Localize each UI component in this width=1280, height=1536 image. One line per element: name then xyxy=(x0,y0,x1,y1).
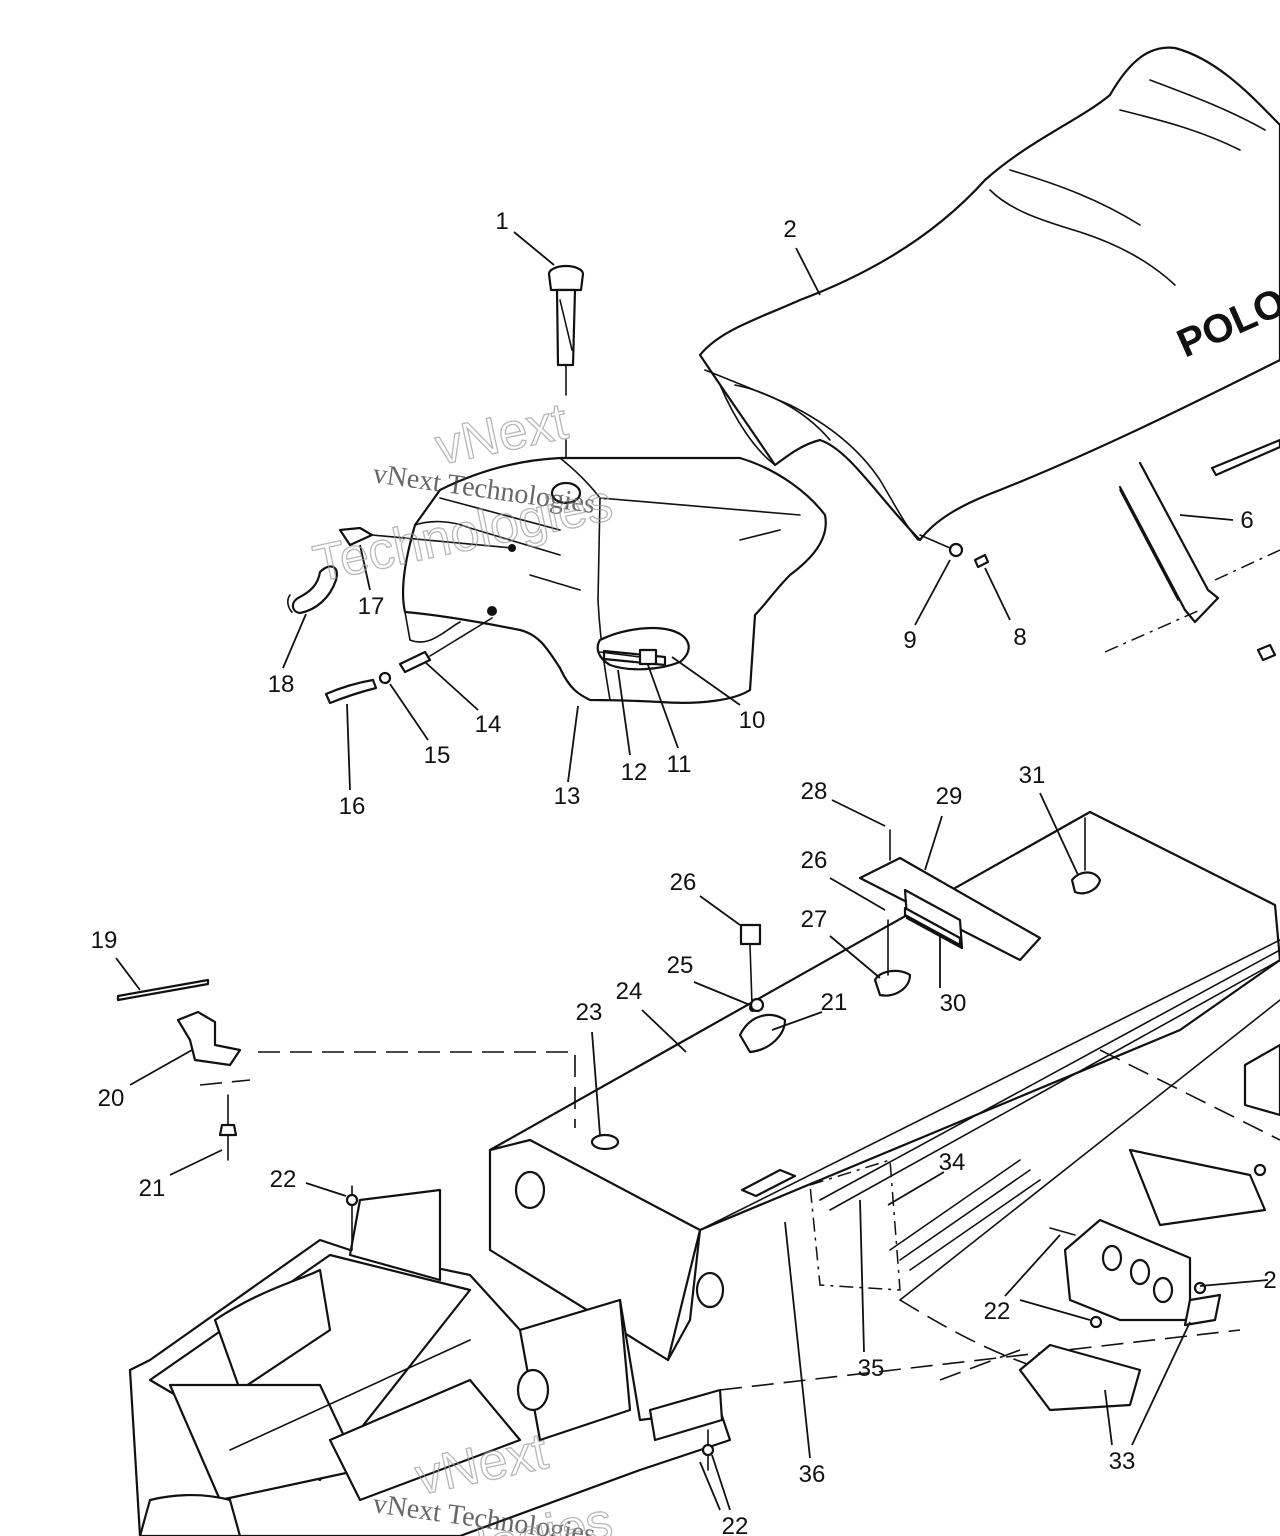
callout-6: 6 xyxy=(1240,507,1253,534)
callout-26a: 26 xyxy=(670,869,697,896)
callout-33: 33 xyxy=(1109,1448,1136,1475)
fasteners xyxy=(218,817,1267,1471)
callout-17: 17 xyxy=(358,593,385,620)
callout-21a: 21 xyxy=(821,989,848,1016)
callout-11: 11 xyxy=(667,751,692,778)
callout-29: 29 xyxy=(936,783,963,810)
callout-12: 12 xyxy=(621,759,648,786)
assembly-lines xyxy=(199,1049,1280,1381)
callout-15: 15 xyxy=(424,742,451,769)
callout-1: 1 xyxy=(495,208,508,235)
callout-27: 27 xyxy=(801,906,828,933)
callout-34: 34 xyxy=(939,1149,966,1176)
rear-brackets xyxy=(1018,1043,1280,1412)
callout-22c: 22 xyxy=(722,1513,749,1536)
vent-line xyxy=(287,526,516,615)
callout-18: 18 xyxy=(268,671,295,698)
tunnel-slots xyxy=(889,1159,1041,1271)
seat: POLO xyxy=(698,46,1280,542)
callout-2: 2 xyxy=(783,216,796,243)
chassis-tunnel xyxy=(488,810,1280,1391)
seat-strap xyxy=(1104,438,1280,662)
callout-36: 36 xyxy=(799,1461,826,1488)
callout-30: 30 xyxy=(940,990,967,1017)
leader-lines xyxy=(115,231,1269,1511)
callout-24: 24 xyxy=(616,978,643,1005)
callout-16: 16 xyxy=(339,793,366,820)
callout-25: 25 xyxy=(667,952,694,979)
callout-35: 35 xyxy=(858,1355,885,1382)
fuel-fittings xyxy=(599,648,667,667)
front-bulkhead xyxy=(128,1188,732,1536)
seat-hardware xyxy=(919,534,990,569)
brackets xyxy=(116,856,1102,1067)
callout-22a: 22 xyxy=(270,1166,297,1193)
callout-22b: 22 xyxy=(984,1298,1011,1325)
callout-21b: 21 xyxy=(139,1175,166,1202)
callout-10: 10 xyxy=(739,707,766,734)
callout-8: 8 xyxy=(1013,624,1026,651)
callout-28: 28 xyxy=(801,778,828,805)
fuel-pickup-line xyxy=(324,617,493,705)
callout-13: 13 xyxy=(554,783,581,810)
callout-19: 19 xyxy=(91,927,118,954)
callout-31: 31 xyxy=(1019,762,1046,789)
callout-23: 23 xyxy=(576,999,603,1026)
callout-9: 9 xyxy=(903,627,916,654)
callout-20: 20 xyxy=(98,1085,125,1112)
callout-26b: 26 xyxy=(801,847,828,874)
callout-14: 14 xyxy=(475,711,502,738)
callout-21c: 2 xyxy=(1263,1267,1276,1294)
